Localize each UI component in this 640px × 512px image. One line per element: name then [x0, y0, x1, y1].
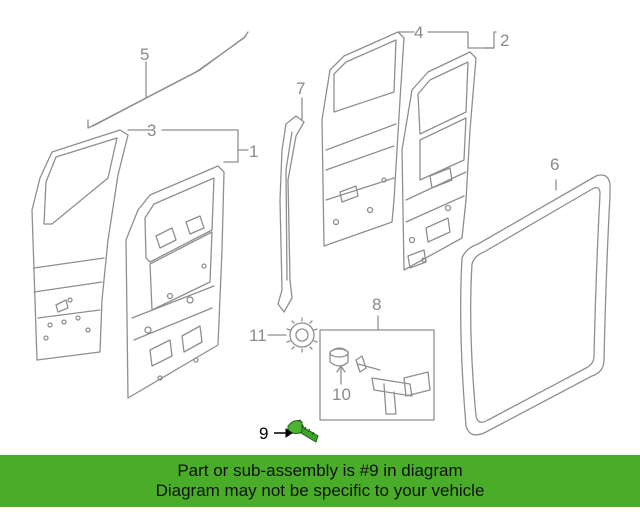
callout-2: 2	[500, 31, 510, 50]
part-5-weatherstrip	[87, 31, 249, 129]
part-7-pillar-strip	[277, 115, 305, 313]
callout-5: 5	[140, 45, 150, 64]
part-8-hinge-kit	[319, 315, 435, 421]
part-3-door-outer-panel	[31, 129, 129, 361]
callout-8: 8	[372, 295, 382, 314]
part-2-right-door-inner	[401, 51, 477, 271]
parts-diagram	[31, 31, 611, 443]
callout-10: 10	[332, 385, 351, 404]
arrow-9	[274, 428, 293, 438]
part-11-gear-nut	[286, 317, 318, 353]
part-6-door-seal	[460, 174, 611, 436]
info-banner: Part or sub-assembly is #9 in diagram Di…	[0, 455, 640, 507]
callout-3: 3	[147, 121, 157, 140]
callout-11: 11	[249, 326, 267, 345]
callout-7: 7	[296, 79, 306, 98]
callout-4: 4	[414, 23, 424, 42]
leader-lines	[127, 31, 557, 336]
part-9-bolt	[287, 419, 319, 443]
callout-6: 6	[550, 155, 560, 174]
callout-1: 1	[249, 142, 259, 161]
part-4-right-door-outer	[321, 31, 405, 247]
callout-9: 9	[259, 424, 269, 443]
banner-line-2: Diagram may not be specific to your vehi…	[155, 481, 485, 500]
banner-line-1: Part or sub-assembly is #9 in diagram	[177, 461, 463, 480]
part-1-door-inner-frame	[125, 165, 225, 399]
part-10-bushing	[329, 347, 349, 385]
